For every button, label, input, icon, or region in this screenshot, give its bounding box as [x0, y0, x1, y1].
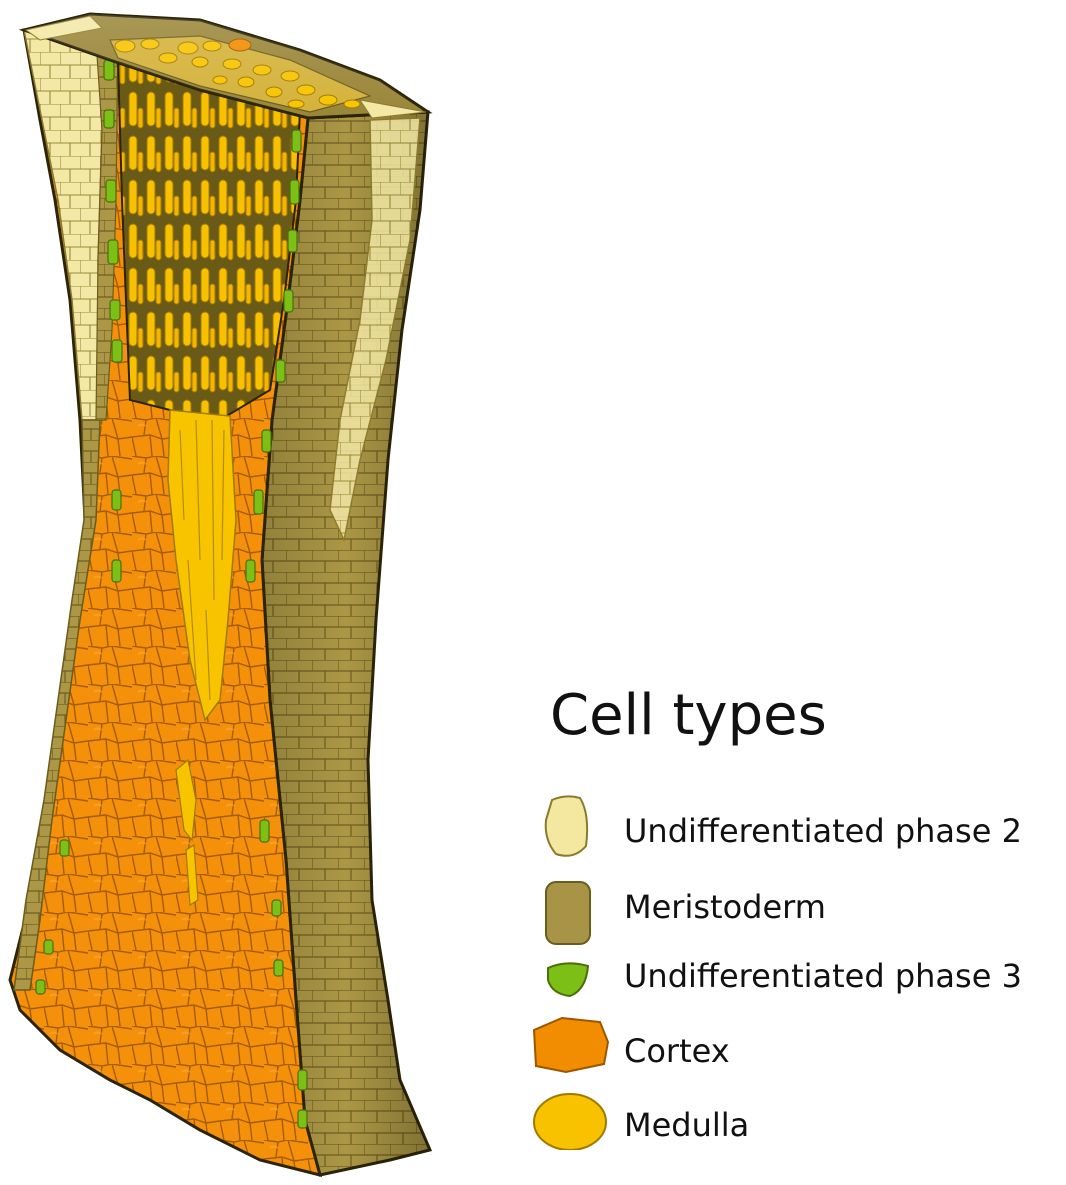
pale-yellow-cell-icon [546, 796, 587, 855]
legend-label-medulla: Medulla [624, 1106, 749, 1144]
medulla-core [118, 60, 300, 420]
legend-title: Cell types [550, 683, 827, 748]
orange-cell-icon [534, 1018, 608, 1072]
legend-label-cortex: Cortex [624, 1032, 730, 1070]
green-cell-icon [548, 963, 588, 996]
legend-icons [530, 790, 620, 1150]
pale-strip-left [24, 28, 102, 420]
yellow-cell-icon [534, 1094, 606, 1150]
legend-label-undifferentiated-phase-2: Undifferentiated phase 2 [624, 812, 1022, 850]
olive-cell-icon [546, 882, 590, 944]
legend-label-meristoderm: Meristoderm [624, 888, 826, 926]
legend-label-undifferentiated-phase-3: Undifferentiated phase 3 [624, 957, 1022, 995]
